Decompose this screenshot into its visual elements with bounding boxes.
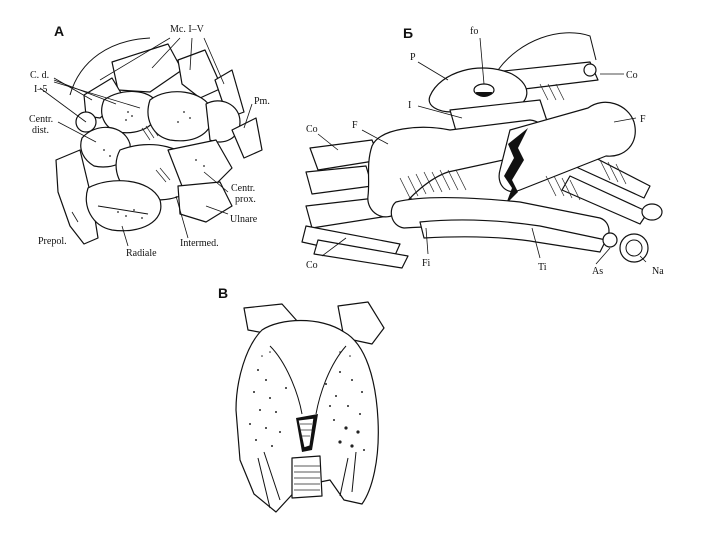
label-centr-dist-1: Centr. xyxy=(29,114,53,125)
radiale-texture xyxy=(97,205,149,215)
bone-femur-right xyxy=(498,101,636,193)
bone-astragalus-inner xyxy=(625,239,643,257)
label-i5: I–5 xyxy=(34,84,47,95)
panel-c-letter: В xyxy=(218,285,228,301)
centrale-proximale xyxy=(167,139,233,191)
radiale xyxy=(85,180,162,232)
distal-carpal xyxy=(147,91,214,142)
rod-element xyxy=(313,239,409,269)
label-ulnare: Ulnare xyxy=(230,214,258,225)
rod-element xyxy=(305,165,373,195)
metacarpal-bone xyxy=(111,43,183,93)
pm-element xyxy=(231,117,263,159)
label-prepol: Prepol. xyxy=(38,236,67,247)
plate-striation xyxy=(257,457,271,509)
label-ti: Ti xyxy=(538,262,547,273)
label-na: Na xyxy=(652,266,664,277)
plate-lower-hatching xyxy=(294,465,320,491)
bone-condyle xyxy=(602,232,618,248)
label-p: P xyxy=(410,52,416,63)
plate-striation xyxy=(351,451,357,493)
plate-notch-inner xyxy=(297,417,315,449)
panel-a-carpus: А xyxy=(29,23,270,259)
knob-co-top xyxy=(583,63,597,77)
label-fi: Fi xyxy=(422,258,431,269)
rod-element xyxy=(561,175,649,225)
label-as: As xyxy=(592,266,603,277)
plate-notch-hatching xyxy=(300,423,312,437)
label-centr-prox-2: prox. xyxy=(235,194,256,205)
bone-femur-left xyxy=(367,119,548,218)
carpus-stipple xyxy=(103,111,205,219)
foramen-fo-shadow xyxy=(476,92,492,97)
label-intermed: Intermed. xyxy=(180,238,219,249)
ulnare xyxy=(177,181,233,223)
plate-lower-slot xyxy=(291,455,323,499)
limb-leader-lines xyxy=(317,37,647,265)
limb-hatching xyxy=(399,83,627,201)
label-cd: C. d. xyxy=(30,70,49,81)
rod-end xyxy=(641,203,663,221)
label-centr-prox-1: Centr. xyxy=(231,183,255,194)
panel-b-letter: Б xyxy=(403,25,413,41)
plate-stipple xyxy=(249,351,365,451)
label-co-left: Co xyxy=(306,124,318,135)
label-co-top: Co xyxy=(626,70,638,81)
panel-b-limb: Б xyxy=(301,25,664,277)
bone-fibula xyxy=(419,219,607,253)
label-radiale: Radiale xyxy=(126,248,157,259)
panel-a-letter: А xyxy=(54,23,64,39)
label-centr-dist-2: dist. xyxy=(32,125,49,136)
distal-carpal xyxy=(101,90,160,134)
plate-ridge xyxy=(269,345,303,415)
label-i: I xyxy=(408,100,411,111)
label-f-right: F xyxy=(640,114,646,125)
label-co-bottom: Co xyxy=(306,260,318,271)
carpus-leader-lines xyxy=(39,37,253,247)
carpus-hatching xyxy=(141,123,171,183)
label-f-left: F xyxy=(352,120,358,131)
plate-striation xyxy=(339,457,349,497)
prepollex xyxy=(55,149,99,245)
panel-c-plate: В xyxy=(218,285,385,513)
carpus-outline-arc xyxy=(69,37,151,96)
bone-astragalus xyxy=(619,233,649,263)
label-fo: fo xyxy=(470,26,478,37)
bone-fracture xyxy=(504,128,528,204)
metacarpal-bone xyxy=(177,49,223,99)
dorsal-outline xyxy=(497,32,597,71)
plate-ridge xyxy=(315,345,347,415)
label-pm: Pm. xyxy=(254,96,270,107)
label-mc: Mc. I–V xyxy=(170,24,205,35)
plate-striation xyxy=(263,451,281,501)
distal-carpal xyxy=(205,100,241,143)
